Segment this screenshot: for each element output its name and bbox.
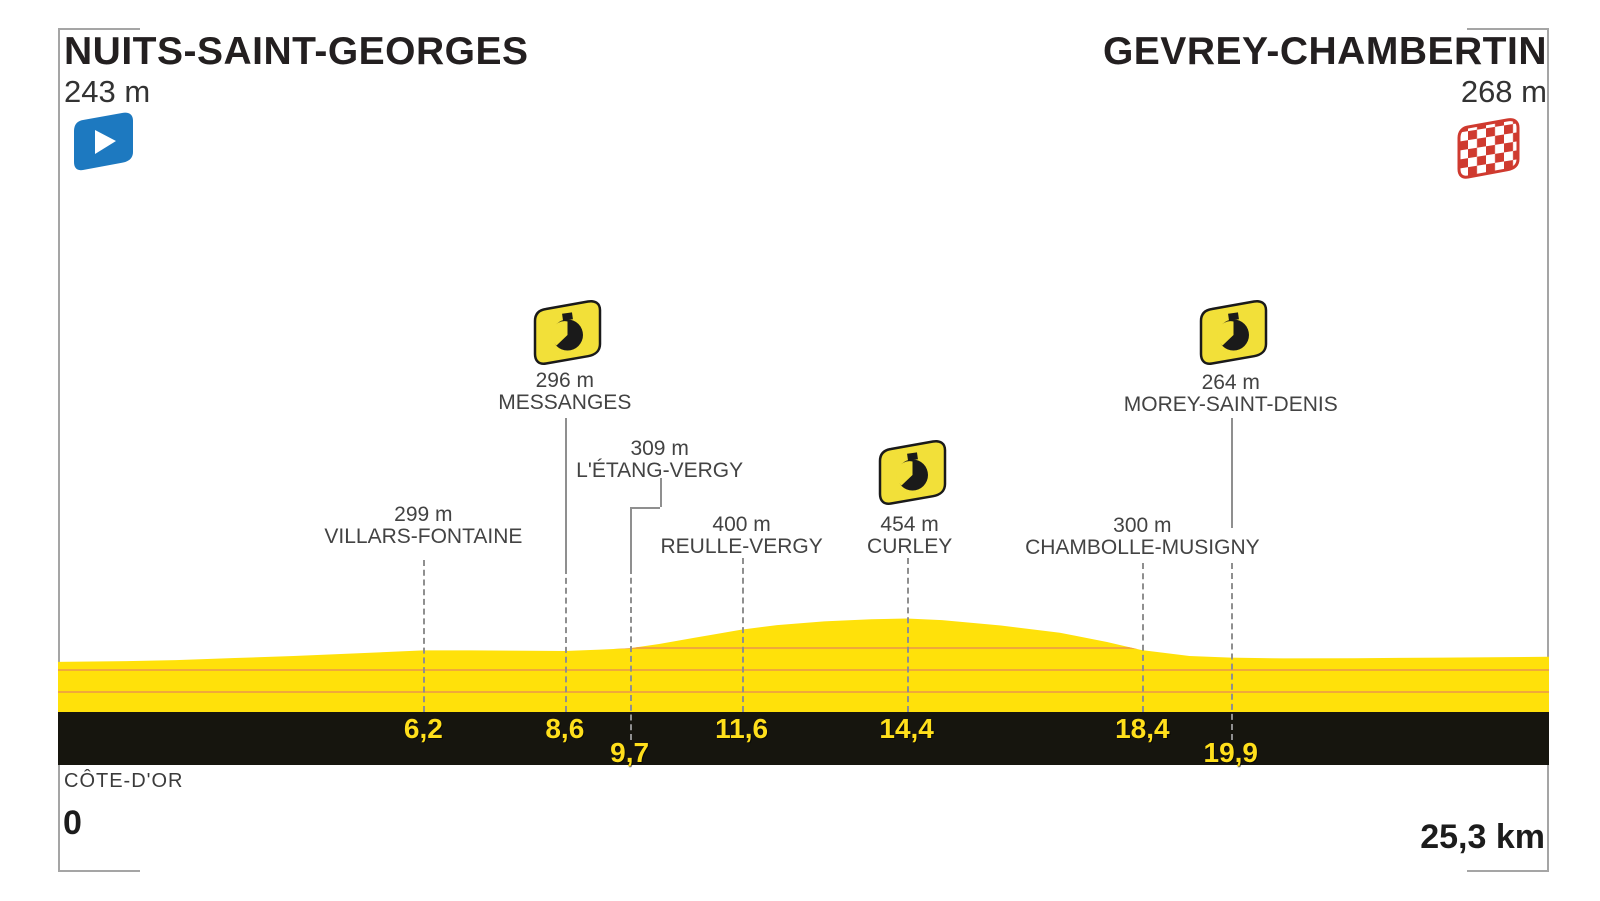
distance-start-label: 0 <box>63 804 82 842</box>
elevation-profile-area <box>58 618 1549 712</box>
finish-flag-icon <box>1457 118 1520 179</box>
waypoint-line <box>1230 418 1233 528</box>
waypoint-name: CHAMBOLLE-MUSIGNY <box>1025 536 1260 559</box>
start-header: NUITS-SAINT-GEORGES 243 m <box>64 30 529 110</box>
waypoint-chambolle-musigny: 300 m CHAMBOLLE-MUSIGNY <box>1025 515 1260 559</box>
finish-city-name: GEVREY-CHAMBERTIN <box>1102 30 1547 73</box>
timing-checkpoint-icon <box>1199 299 1267 365</box>
km-marker: 6,2 <box>403 713 443 744</box>
waypoint-curley: 454 m CURLEY <box>867 514 952 558</box>
start-city-name: NUITS-SAINT-GEORGES <box>64 30 529 73</box>
waypoint-dashed-line <box>906 558 909 712</box>
km-marker: 19,9 <box>1203 737 1259 768</box>
waypoint-dashed-line <box>1230 563 1233 740</box>
waypoint-line <box>659 478 662 507</box>
waypoint-elbow-line <box>629 507 660 509</box>
km-marker: 11,6 <box>715 713 769 744</box>
frame-tick-top-right <box>1467 28 1549 30</box>
waypoint-elevation: 400 m <box>712 513 771 536</box>
finish-header: GEVREY-CHAMBERTIN 268 m <box>1103 30 1547 110</box>
waypoint-name: MESSANGES <box>498 391 632 414</box>
distance-bar <box>58 712 1549 765</box>
start-flag-icon <box>74 112 133 171</box>
waypoint-messanges: 296 m MESSANGES <box>498 370 631 414</box>
finish-elevation: 268 m <box>1460 74 1547 109</box>
waypoint-villars-fontaine: 299 m VILLARS-FONTAINE <box>324 504 522 548</box>
waypoint-letang-vergy: 309 m L'ÉTANG-VERGY <box>576 438 743 482</box>
waypoint-elevation: 296 m <box>535 369 594 392</box>
waypoint-name: CURLEY <box>867 535 953 558</box>
km-marker: 18,4 <box>1115 713 1170 744</box>
waypoint-elevation: 300 m <box>1113 514 1172 537</box>
waypoint-elevation: 309 m <box>630 437 689 460</box>
waypoint-morey-saint-denis: 264 m MOREY-SAINT-DENIS <box>1124 372 1338 416</box>
waypoint-dashed-line <box>564 568 567 712</box>
waypoint-line <box>629 507 632 568</box>
km-marker: 14,4 <box>879 713 934 744</box>
waypoint-name: VILLARS-FONTAINE <box>324 525 523 548</box>
frame-right-rail <box>1547 28 1549 872</box>
waypoint-name: L'ÉTANG-VERGY <box>576 459 744 482</box>
distance-total-label: 25,3 km <box>1420 818 1545 856</box>
km-marker: 9,7 <box>610 737 650 768</box>
waypoint-elevation: 299 m <box>394 503 453 526</box>
frame-left-rail <box>58 28 60 872</box>
waypoint-name: MOREY-SAINT-DENIS <box>1123 393 1338 416</box>
waypoint-dashed-line <box>1142 563 1145 712</box>
region-label: CÔTE-D'OR <box>64 770 184 792</box>
waypoint-dashed-line <box>423 560 426 712</box>
timing-checkpoint-icon <box>878 439 946 505</box>
waypoint-name: REULLE-VERGY <box>660 535 823 558</box>
km-marker: 8,6 <box>545 713 585 744</box>
start-elevation: 243 m <box>64 74 151 109</box>
waypoint-dashed-line <box>741 558 744 712</box>
frame-tick-bottom-left <box>58 870 140 872</box>
frame-tick-bottom-right <box>1467 870 1549 872</box>
waypoint-line <box>564 418 567 568</box>
waypoint-dashed-line <box>629 568 632 740</box>
timing-checkpoint-icon <box>533 299 602 365</box>
waypoint-reulle-vergy: 400 m REULLE-VERGY <box>661 514 823 558</box>
waypoint-elevation: 454 m <box>880 513 939 536</box>
frame-tick-top-left <box>58 28 140 30</box>
waypoint-elevation: 264 m <box>1201 371 1260 394</box>
